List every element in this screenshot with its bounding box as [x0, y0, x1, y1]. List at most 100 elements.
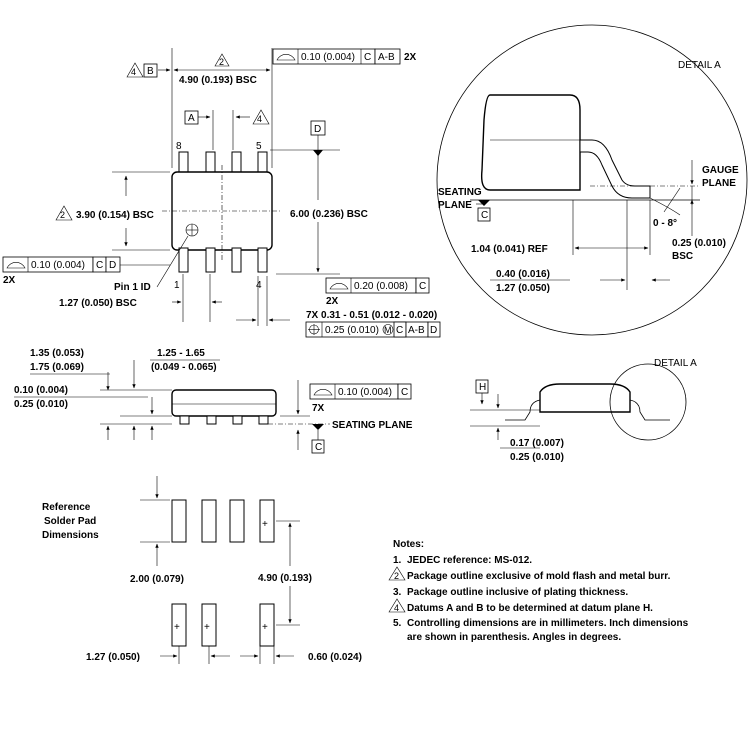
datum-a-label: A 4 — [184, 109, 270, 150]
svg-text:5.: 5. — [393, 618, 402, 629]
svg-text:2: 2 — [219, 57, 224, 67]
svg-text:1.04 (0.041) REF: 1.04 (0.041) REF — [471, 244, 548, 255]
lead-width-dimension: 7X 0.31 - 0.51 (0.012 - 0.020) — [236, 276, 437, 326]
svg-text:1.75 (0.069): 1.75 (0.069) — [30, 362, 84, 373]
pitch-dimension: 1.27 (0.050) BSC — [59, 274, 222, 322]
svg-text:+: + — [262, 519, 268, 530]
svg-text:1.27 (0.050) BSC: 1.27 (0.050) BSC — [59, 298, 137, 309]
svg-text:(0.049 - 0.065): (0.049 - 0.065) — [151, 362, 217, 373]
svg-text:4.90 (0.193): 4.90 (0.193) — [258, 573, 312, 584]
svg-text:SEATING: SEATING — [438, 187, 482, 198]
svg-text:A: A — [188, 113, 195, 124]
svg-text:C: C — [315, 442, 322, 453]
svg-text:D: D — [430, 325, 437, 336]
svg-text:0.10 (0.004): 0.10 (0.004) — [338, 387, 392, 398]
pin8-label: 8 — [176, 141, 182, 152]
detail-a-view: DETAIL A GAUGE PLANE SEATING PLANE C 0 -… — [436, 24, 748, 336]
svg-text:C: C — [481, 210, 488, 221]
svg-text:6.00 (0.236) BSC: 6.00 (0.236) BSC — [290, 209, 368, 220]
svg-text:0.25 (0.010): 0.25 (0.010) — [325, 325, 379, 336]
svg-text:0.17 (0.007): 0.17 (0.007) — [510, 438, 564, 449]
svg-text:H: H — [479, 382, 486, 393]
top-leads — [178, 151, 268, 175]
svg-text:2: 2 — [60, 210, 65, 220]
svg-text:0.25 (0.010): 0.25 (0.010) — [672, 238, 726, 249]
svg-text:D: D — [314, 124, 321, 135]
svg-text:DETAIL A: DETAIL A — [654, 358, 697, 369]
svg-text:D: D — [109, 260, 116, 271]
svg-text:C: C — [96, 260, 103, 271]
svg-text:0.10 (0.004): 0.10 (0.004) — [31, 260, 85, 271]
svg-text:0.25 (0.010): 0.25 (0.010) — [14, 399, 68, 410]
svg-text:BSC: BSC — [672, 251, 693, 262]
svg-text:1.25 - 1.65: 1.25 - 1.65 — [157, 348, 205, 359]
svg-text:4.90 (0.193) BSC: 4.90 (0.193) BSC — [179, 75, 257, 86]
svg-text:Package outline exclusive of m: Package outline exclusive of mold flash … — [407, 571, 671, 582]
svg-text:JEDEC reference: MS-012.: JEDEC reference: MS-012. — [407, 555, 532, 566]
svg-text:3.90 (0.154) BSC: 3.90 (0.154) BSC — [76, 210, 154, 221]
svg-text:2: 2 — [394, 571, 399, 581]
overall-width-dimension: 6.00 (0.236) BSC — [276, 154, 368, 275]
svg-text:Pin 1 ID: Pin 1 ID — [114, 282, 151, 293]
body-width-dimension: 2 3.90 (0.154) BSC — [55, 171, 170, 251]
svg-text:1.27 (0.050): 1.27 (0.050) — [496, 283, 550, 294]
svg-text:2.00 (0.079): 2.00 (0.079) — [130, 574, 184, 585]
notes-title: Notes: — [393, 539, 424, 550]
end-view: H DETAIL A 0.17 (0.007) 0.25 (0.010) — [470, 358, 697, 463]
fcf-right: 0.20 (0.008) C 2X — [325, 277, 430, 307]
svg-text:2X: 2X — [404, 52, 417, 63]
svg-text:C: C — [419, 281, 426, 292]
svg-text:0.10 (0.004): 0.10 (0.004) — [14, 385, 68, 396]
svg-text:Datums A and B to be determine: Datums A and B to be determined at datum… — [407, 603, 653, 614]
svg-text:3.: 3. — [393, 587, 402, 598]
svg-text:1.35 (0.053): 1.35 (0.053) — [30, 348, 84, 359]
detail-a-title: DETAIL A — [678, 60, 721, 71]
svg-text:are shown in parenthesis. Angl: are shown in parenthesis. Angles in degr… — [407, 632, 621, 643]
fcf-left: 0.10 (0.004) C D 2X — [2, 256, 170, 286]
svg-text:PLANE: PLANE — [438, 200, 472, 211]
svg-text:0 - 8°: 0 - 8° — [653, 218, 677, 229]
pin5-label: 5 — [256, 141, 262, 152]
svg-text:+: + — [204, 622, 210, 633]
pin1-id-callout: Pin 1 ID — [114, 235, 189, 293]
svg-text:7X: 7X — [312, 403, 325, 414]
svg-text:PLANE: PLANE — [702, 178, 736, 189]
svg-text:0.25 (0.010): 0.25 (0.010) — [510, 452, 564, 463]
top-view: 4 B 2 4.90 (0.193) BSC 0.10 (0.004) C A-… — [2, 48, 441, 338]
fcf-top: 0.10 (0.004) C A-B 2X — [272, 48, 417, 65]
svg-text:2X: 2X — [326, 296, 339, 307]
svg-text:0.20 (0.008): 0.20 (0.008) — [354, 281, 408, 292]
svg-text:4: 4 — [131, 67, 136, 77]
pin1-id-mark — [185, 223, 199, 237]
svg-text:+: + — [262, 622, 268, 633]
svg-text:Reference: Reference — [42, 502, 91, 513]
pin1-label: 1 — [174, 280, 180, 291]
solder-pad-view: Reference Solder Pad Dimensions + + + + … — [42, 476, 362, 664]
svg-text:Dimensions: Dimensions — [42, 530, 99, 541]
svg-text:1.27 (0.050): 1.27 (0.050) — [86, 652, 140, 663]
svg-text:0.10 (0.004): 0.10 (0.004) — [301, 52, 355, 63]
svg-text:C: C — [396, 325, 403, 336]
length-dimension: 2 4.90 (0.193) BSC — [171, 48, 273, 168]
svg-text:Package outline inclusive of p: Package outline inclusive of plating thi… — [407, 587, 628, 598]
svg-text:4: 4 — [394, 603, 399, 613]
svg-text:2X: 2X — [3, 275, 16, 286]
notes-section: Notes: 1. JEDEC reference: MS-012. 2 Pac… — [388, 539, 689, 643]
svg-text:C: C — [401, 387, 408, 398]
datum-b-label: 4 B — [126, 62, 171, 78]
svg-text:A-B: A-B — [408, 325, 425, 336]
svg-text:0.40 (0.016): 0.40 (0.016) — [496, 269, 550, 280]
svg-text:B: B — [147, 66, 154, 77]
svg-text:M: M — [384, 325, 392, 335]
svg-text:GAUGE: GAUGE — [702, 165, 739, 176]
fcf-position: 0.25 (0.010) M C A-B D — [305, 321, 441, 338]
side-view: 1.35 (0.053) 1.75 (0.069) 1.25 - 1.65 (0… — [14, 348, 413, 454]
svg-text:C: C — [364, 52, 371, 63]
svg-text:1.: 1. — [393, 555, 402, 566]
svg-text:+: + — [174, 622, 180, 633]
pin4-label: 4 — [256, 280, 262, 291]
svg-text:0.60 (0.024): 0.60 (0.024) — [308, 652, 362, 663]
svg-text:SEATING PLANE: SEATING PLANE — [332, 420, 413, 431]
bottom-leads — [178, 247, 268, 273]
